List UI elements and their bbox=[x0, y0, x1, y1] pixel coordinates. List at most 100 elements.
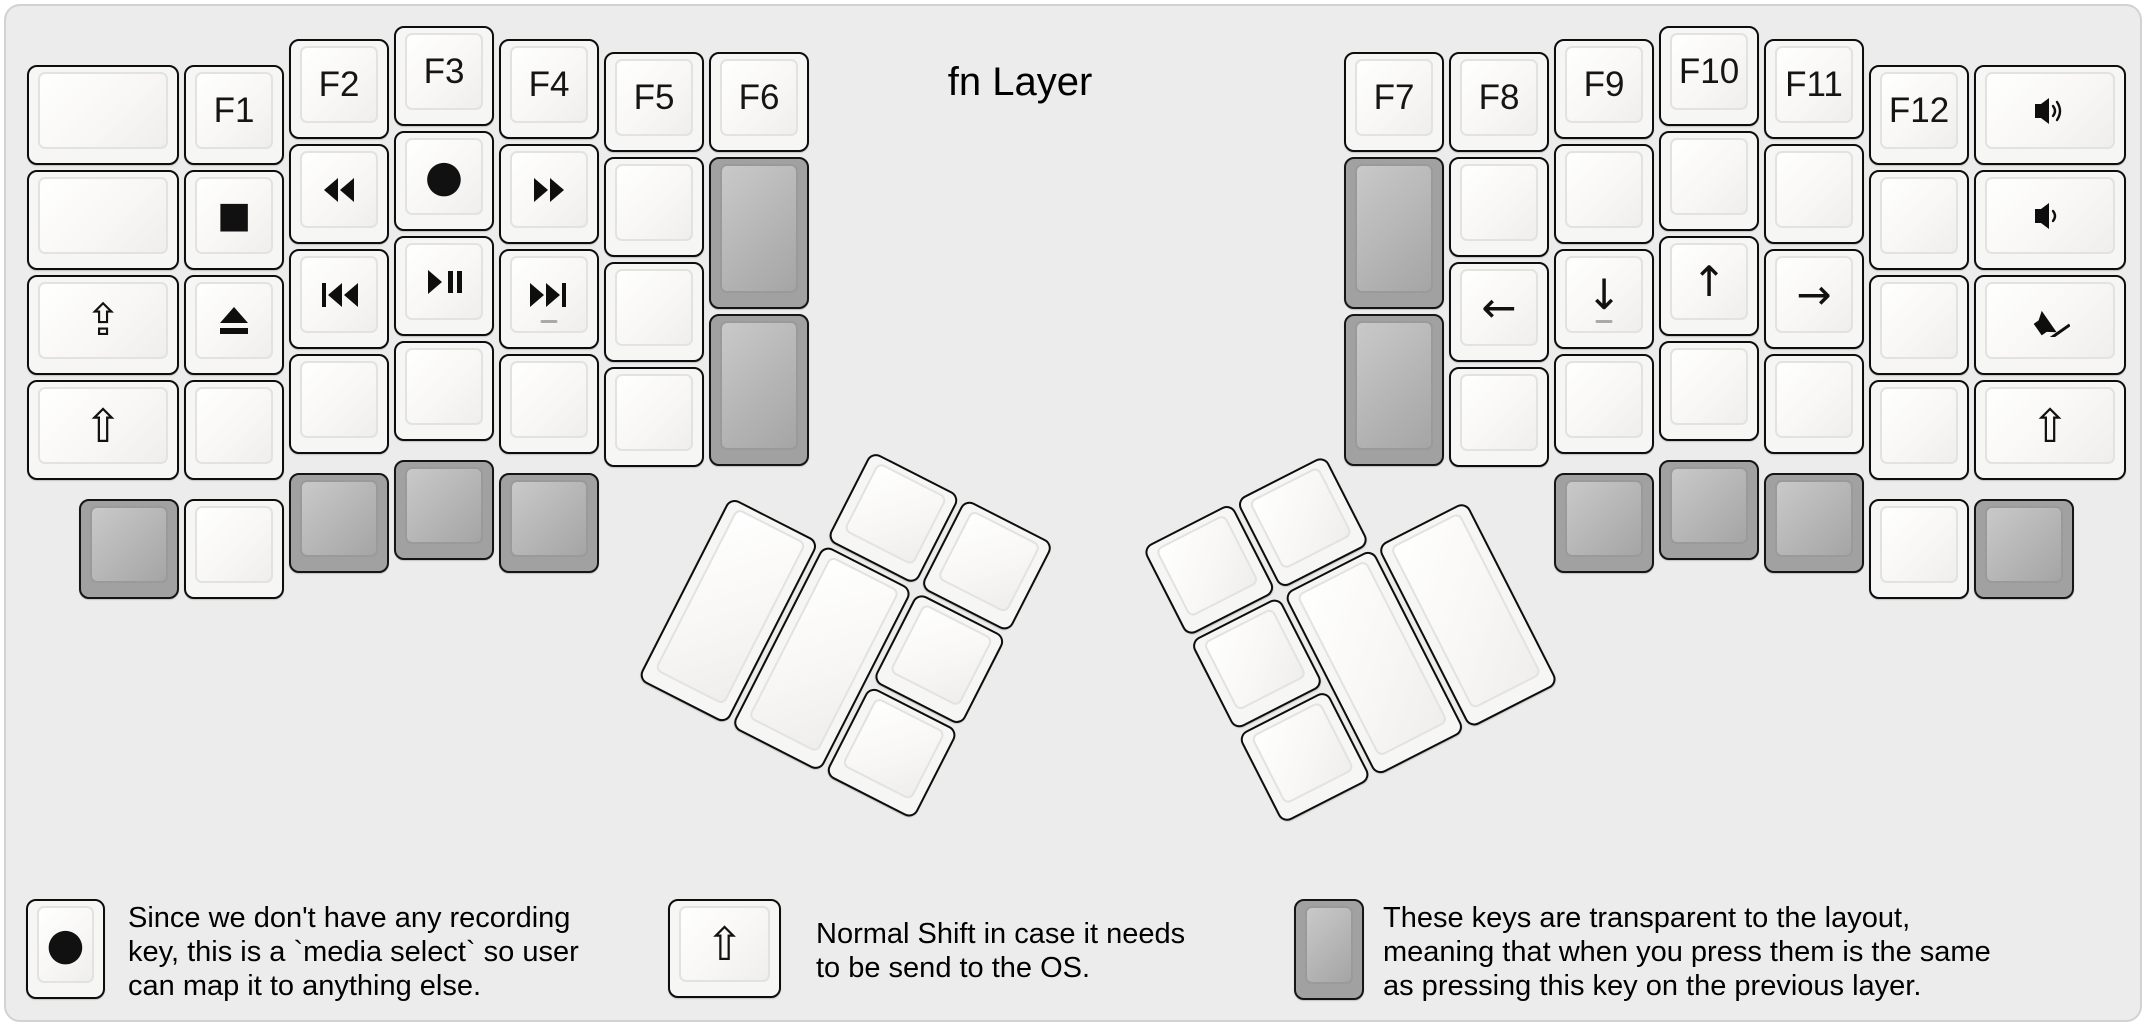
key-f8[interactable]: F8 bbox=[1449, 52, 1549, 152]
homing-bar bbox=[540, 320, 558, 323]
key-transparent[interactable] bbox=[1764, 473, 1864, 573]
key-blank[interactable] bbox=[1869, 380, 1969, 480]
key-transparent[interactable] bbox=[1344, 314, 1444, 466]
key-label: F10 bbox=[1678, 51, 1740, 91]
arrow-left-icon: ← bbox=[1481, 282, 1517, 332]
key-transparent[interactable] bbox=[289, 473, 389, 573]
keycap-face bbox=[1202, 607, 1308, 712]
key-label: F12 bbox=[1888, 90, 1950, 130]
key-blank[interactable] bbox=[27, 170, 179, 270]
key-blank[interactable] bbox=[1554, 144, 1654, 244]
key-f11[interactable]: F11 bbox=[1764, 39, 1864, 139]
key-f10[interactable]: F10 bbox=[1659, 26, 1759, 126]
keycap-face bbox=[1775, 480, 1853, 557]
keycap-face bbox=[1670, 348, 1748, 425]
keycap-face bbox=[195, 387, 273, 464]
key-blank[interactable] bbox=[1554, 354, 1654, 454]
key-blank[interactable] bbox=[394, 341, 494, 441]
keycap-face bbox=[1154, 513, 1260, 618]
key-arrow-down[interactable]: ↓ bbox=[1554, 249, 1654, 349]
keycap-face bbox=[38, 177, 168, 254]
key-eject[interactable] bbox=[184, 275, 284, 375]
arrow-up-icon: ↑ bbox=[1691, 256, 1727, 306]
key-blank[interactable] bbox=[1764, 354, 1864, 454]
legend-key-media-select: ● bbox=[26, 899, 105, 999]
key-transparent[interactable] bbox=[1554, 473, 1654, 573]
key-transparent[interactable] bbox=[1344, 157, 1444, 309]
key-blank[interactable] bbox=[1449, 367, 1549, 467]
next-track-icon bbox=[528, 279, 570, 311]
key-caps-lock[interactable]: ⇪ bbox=[27, 275, 179, 375]
key-transparent[interactable] bbox=[709, 157, 809, 309]
keycap-face: F6 bbox=[720, 59, 798, 136]
keycap-face bbox=[720, 164, 798, 293]
key-record[interactable]: ● bbox=[394, 131, 494, 231]
stop-icon: ■ bbox=[216, 194, 251, 236]
key-transparent[interactable] bbox=[1974, 499, 2074, 599]
key-stop[interactable]: ■ bbox=[184, 170, 284, 270]
key-arrow-left[interactable]: ← bbox=[1449, 262, 1549, 362]
key-f6[interactable]: F6 bbox=[709, 52, 809, 152]
key-blank[interactable] bbox=[1869, 170, 1969, 270]
key-blank[interactable] bbox=[1869, 275, 1969, 375]
arrow-down-icon: ↓ bbox=[1586, 269, 1622, 319]
key-mute[interactable] bbox=[1974, 275, 2126, 375]
key-fast-forward[interactable] bbox=[499, 144, 599, 244]
key-blank[interactable] bbox=[1449, 157, 1549, 257]
keycap-face bbox=[1250, 700, 1355, 805]
key-blank[interactable] bbox=[1659, 341, 1759, 441]
keycap-face: F4 bbox=[510, 46, 588, 123]
key-blank[interactable] bbox=[1764, 144, 1864, 244]
keycap-face bbox=[300, 361, 378, 438]
thumb-cluster-left bbox=[635, 403, 1059, 827]
key-blank[interactable] bbox=[604, 262, 704, 362]
key-next-track[interactable] bbox=[499, 249, 599, 349]
key-blank[interactable] bbox=[184, 499, 284, 599]
key-f5[interactable]: F5 bbox=[604, 52, 704, 152]
key-blank[interactable] bbox=[184, 380, 284, 480]
key-label: F3 bbox=[423, 51, 465, 91]
key-blank[interactable] bbox=[499, 354, 599, 454]
keycap-face bbox=[1305, 906, 1353, 984]
key-transparent[interactable] bbox=[79, 499, 179, 599]
key-f2[interactable]: F2 bbox=[289, 39, 389, 139]
keycap-face bbox=[1460, 374, 1538, 451]
key-arrow-right[interactable]: → bbox=[1764, 249, 1864, 349]
key-blank[interactable] bbox=[604, 157, 704, 257]
legend-text: Normal Shift in case it needs to be send… bbox=[816, 918, 1186, 984]
key-transparent[interactable] bbox=[499, 473, 599, 573]
key-play-pause[interactable] bbox=[394, 236, 494, 336]
key-f1[interactable]: F1 bbox=[184, 65, 284, 165]
key-f7[interactable]: F7 bbox=[1344, 52, 1444, 152]
key-transparent[interactable] bbox=[709, 314, 809, 466]
key-f12[interactable]: F12 bbox=[1869, 65, 1969, 165]
key-blank[interactable] bbox=[1659, 131, 1759, 231]
key-blank[interactable] bbox=[1869, 499, 1969, 599]
key-shift-left[interactable]: ⇧ bbox=[27, 380, 179, 480]
key-volume-up[interactable] bbox=[1974, 65, 2126, 165]
keycap-face bbox=[843, 461, 948, 566]
keycap-face bbox=[1985, 72, 2115, 149]
keycap-face bbox=[841, 696, 946, 801]
key-prev-track[interactable] bbox=[289, 249, 389, 349]
key-transparent[interactable] bbox=[394, 460, 494, 560]
key-transparent[interactable] bbox=[1659, 460, 1759, 560]
key-blank[interactable] bbox=[604, 367, 704, 467]
legend-item-media-select: ● Since we don't have any recording key,… bbox=[26, 899, 579, 1004]
key-label: F6 bbox=[738, 77, 780, 117]
key-f3[interactable]: F3 bbox=[394, 26, 494, 126]
key-arrow-up[interactable]: ↑ bbox=[1659, 236, 1759, 336]
keycap-face: → bbox=[1775, 256, 1853, 333]
keycap-face bbox=[405, 467, 483, 544]
key-f4[interactable]: F4 bbox=[499, 39, 599, 139]
legend-key-transparent bbox=[1294, 899, 1364, 1000]
key-blank[interactable] bbox=[27, 65, 179, 165]
key-shift-right[interactable]: ⇧ bbox=[1974, 380, 2126, 480]
keycap-face: F8 bbox=[1460, 59, 1538, 136]
keycap-face bbox=[1880, 506, 1958, 583]
key-blank[interactable] bbox=[289, 354, 389, 454]
key-rewind[interactable] bbox=[289, 144, 389, 244]
key-f9[interactable]: F9 bbox=[1554, 39, 1654, 139]
key-volume-down[interactable] bbox=[1974, 170, 2126, 270]
